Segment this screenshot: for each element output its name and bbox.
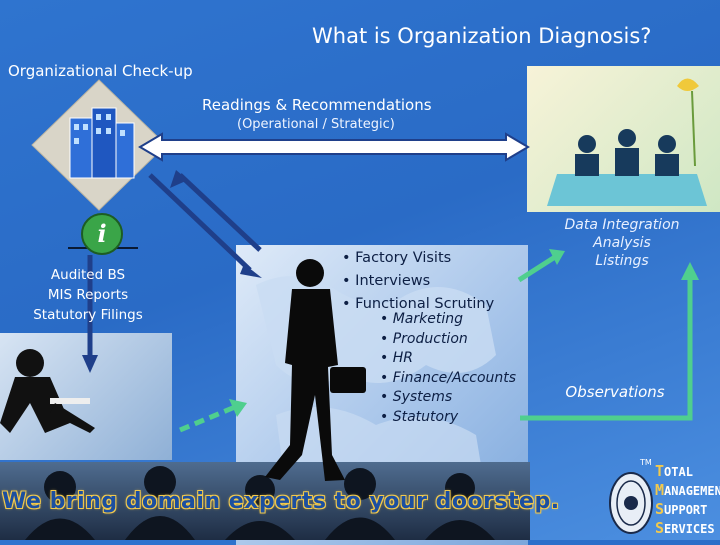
functional-item: HR <box>380 349 516 369</box>
functional-item: Systems <box>380 388 516 408</box>
data-integration-list: Data Integration Analysis Listings <box>560 216 684 270</box>
readings-double-arrow <box>138 132 530 162</box>
functional-item: Marketing <box>380 310 516 330</box>
functional-item: Finance/Accounts <box>380 369 516 389</box>
observations-loop-arrow <box>520 262 699 421</box>
checkup-label: Organizational Check-up <box>8 62 193 80</box>
svg-text:i: i <box>97 219 106 248</box>
page-title: What is Organization Diagnosis? <box>312 24 652 48</box>
observations-label: Observations <box>565 383 665 401</box>
company-wordmark: TOTAL MANAGEMENT SUPPORT SERVICES <box>655 462 720 538</box>
data-integration-item: Listings <box>595 253 649 269</box>
info-down-arrow <box>82 255 98 373</box>
data-integration-item: Analysis <box>593 235 651 251</box>
wordmark-line: MANAGEMENT <box>655 481 720 499</box>
team-silhouettes <box>25 466 495 540</box>
input-item: Audited BS <box>50 267 126 283</box>
building-diamond-icon <box>31 79 167 211</box>
input-item: Statutory Filings <box>33 307 143 323</box>
activity-item: Functional Scrutiny <box>342 293 494 316</box>
trademark-mark: TM <box>640 458 652 467</box>
to-data-integration-arrow <box>517 249 565 283</box>
wordmark-line: TOTAL <box>655 462 693 480</box>
functional-areas: Marketing Production HR Finance/Accounts… <box>380 310 516 427</box>
person-laptop-silhouette <box>0 349 95 433</box>
data-integration-item: Data Integration <box>564 217 680 233</box>
wordmark-line: SERVICES <box>655 519 715 537</box>
wordmark-line: SUPPORT <box>655 500 708 518</box>
company-seal-logo <box>609 472 653 534</box>
tagline: We bring domain experts to your doorstep… <box>2 489 560 514</box>
readings-heading: Readings & Recommendations <box>202 96 432 114</box>
readings-subheading: (Operational / Strategic) <box>237 117 395 132</box>
inputs-list: Audited BS MIS Reports Statutory Filings <box>22 265 154 325</box>
dashed-green-arrow <box>179 399 247 433</box>
building-to-map-arrows <box>148 170 262 278</box>
meeting-illustration <box>547 78 707 206</box>
functional-item: Production <box>380 330 516 350</box>
input-item: MIS Reports <box>47 287 129 303</box>
diagnosis-activities: Factory Visits Interviews Functional Scr… <box>342 247 494 316</box>
activity-item: Factory Visits <box>342 247 494 270</box>
activity-item: Interviews <box>342 270 494 293</box>
info-icon: i <box>68 213 138 255</box>
walking-businessman-silhouette <box>265 259 366 481</box>
functional-item: Statutory <box>380 408 516 428</box>
